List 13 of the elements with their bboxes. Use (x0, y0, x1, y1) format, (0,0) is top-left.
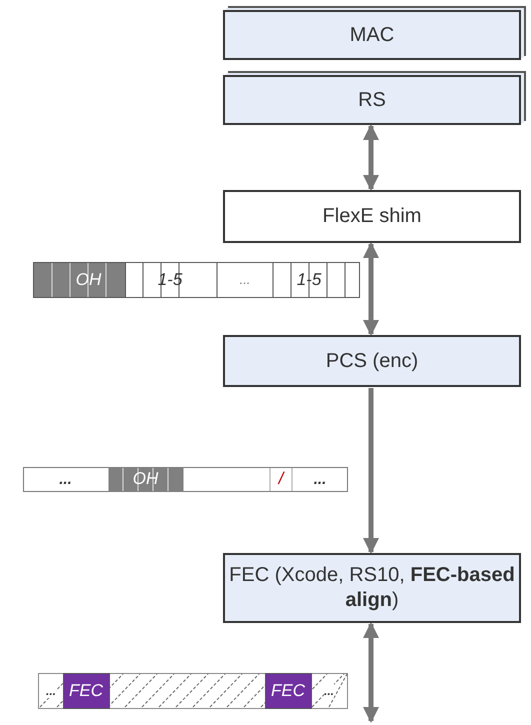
layer-box: FEC (Xcode, RS10, FEC-based align) (223, 553, 521, 623)
arrow (363, 124, 379, 191)
frame-field-label: FEC (271, 680, 305, 700)
frame-field-label: FEC (69, 680, 103, 700)
layer-box: FlexE shim (223, 190, 521, 243)
arrow (363, 622, 379, 723)
frame-field-label: / (278, 469, 284, 489)
layer-box: PCS (enc) (223, 335, 521, 387)
arrow (363, 388, 379, 554)
frame-field-label: ... (314, 470, 326, 488)
arrow (363, 242, 379, 336)
frame-field-label: ... (59, 470, 72, 488)
frame-field-label: ... (240, 272, 250, 287)
